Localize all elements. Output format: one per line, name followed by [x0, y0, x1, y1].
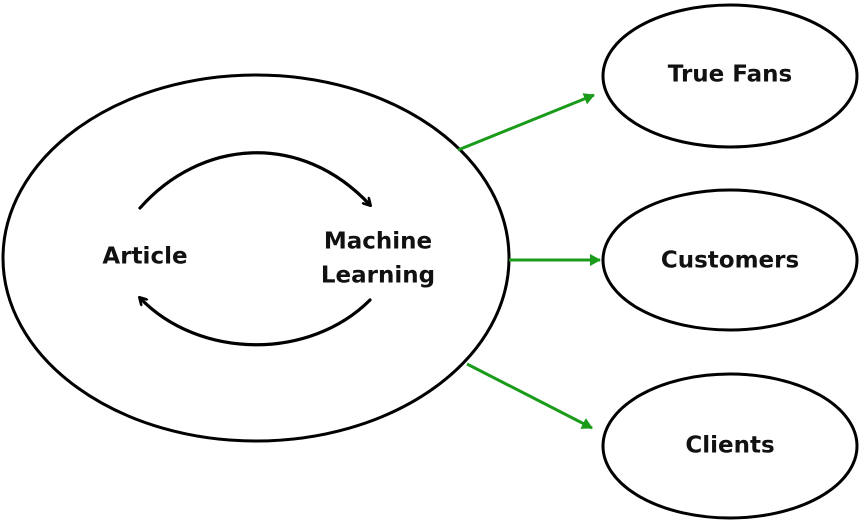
machine-learning-label-line1: Machine	[324, 229, 432, 255]
true-fans-label: True Fans	[668, 62, 792, 88]
cycle-arrow-bottom	[140, 298, 372, 347]
cycle-arrow-top	[138, 151, 370, 210]
article-label: Article	[102, 244, 187, 270]
clients-label: Clients	[685, 433, 774, 459]
arrow-to-true-fans	[457, 93, 595, 152]
true-fans-ellipse	[601, 3, 859, 149]
arrow-to-clients	[466, 362, 593, 430]
customers-ellipse	[601, 188, 859, 332]
main-ellipse	[1, 73, 511, 443]
clients-ellipse	[601, 372, 859, 520]
machine-learning-label-line2: Learning	[321, 263, 435, 289]
customers-label: Customers	[661, 248, 799, 274]
